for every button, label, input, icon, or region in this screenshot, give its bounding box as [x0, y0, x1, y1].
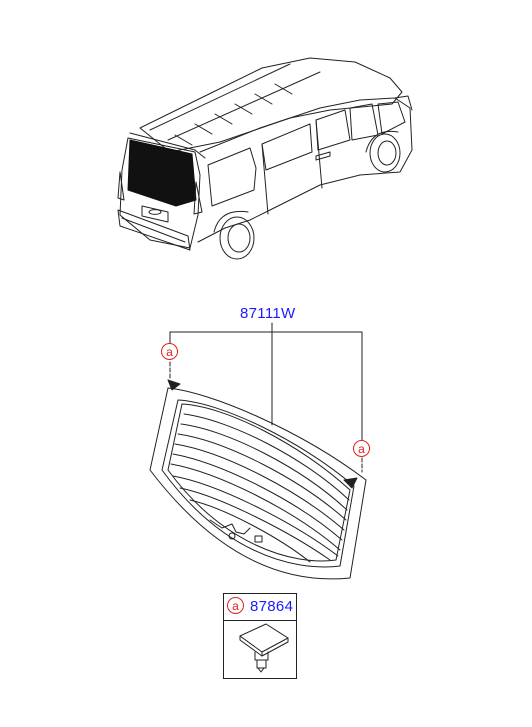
- rear-glass: [149, 387, 367, 580]
- van-illustration: [117, 57, 413, 260]
- leader-lines: [167, 322, 363, 489]
- clip-part-drawing: [239, 623, 289, 673]
- callout-a-left: a: [161, 343, 178, 360]
- part-number-label-legend: 87864: [250, 598, 294, 615]
- legend-divider: [224, 620, 296, 621]
- legend-callout-a: a: [227, 597, 244, 614]
- callout-a-right: a: [353, 440, 370, 457]
- part-number-label-main: 87111W: [240, 305, 296, 322]
- rear-window-dark: [127, 139, 197, 207]
- legend-box: [223, 593, 297, 679]
